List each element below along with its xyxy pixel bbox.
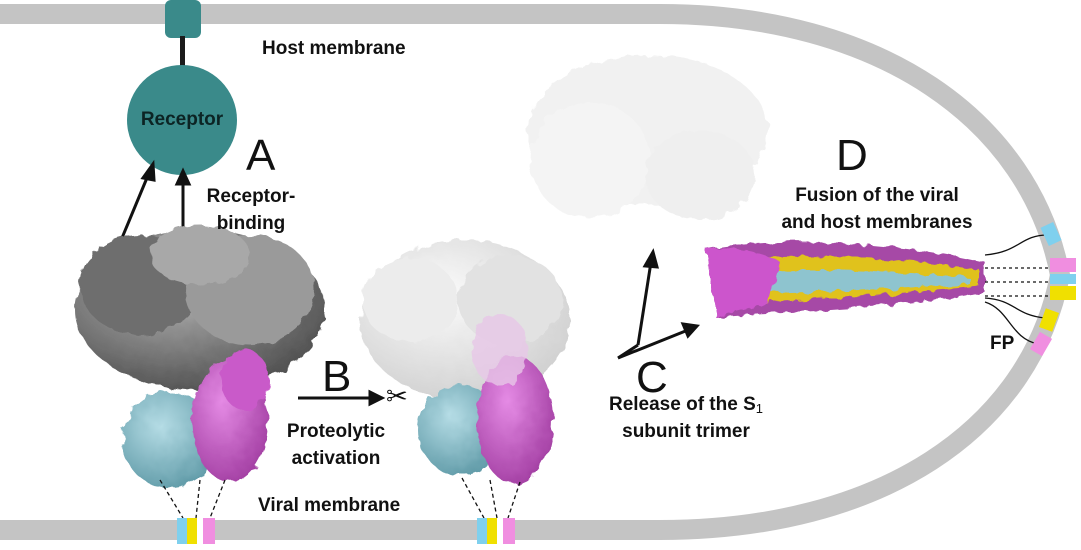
viral-anchor-1 bbox=[177, 518, 215, 544]
arrows-c bbox=[617, 248, 700, 360]
fusion-label-line1: Fusion of the viral bbox=[795, 185, 959, 206]
receptor-anchor bbox=[165, 0, 201, 38]
postfusion-tethers bbox=[984, 234, 1050, 345]
fusion-peptides bbox=[1029, 221, 1076, 357]
spike-cleaved-tether bbox=[461, 477, 521, 519]
fusion-label-line2: and host membranes bbox=[781, 212, 973, 233]
host-membrane-label: Host membrane bbox=[262, 38, 406, 59]
viral-anchor-2 bbox=[477, 518, 515, 544]
receptor-stalk bbox=[180, 36, 185, 78]
viral-membrane-label: Viral membrane bbox=[258, 495, 401, 516]
fp-label: FP bbox=[990, 333, 1015, 354]
receptor-circle bbox=[127, 65, 237, 175]
receptor-label: Receptor bbox=[140, 109, 224, 130]
released-s1-trimer bbox=[528, 55, 768, 220]
receptor-binding-label-line2: binding bbox=[216, 213, 286, 234]
release-label-text: Release of the S bbox=[608, 394, 756, 415]
step-d-label: D bbox=[836, 131, 868, 180]
release-label-line2: subunit trimer bbox=[622, 421, 750, 442]
release-label-line1: Release of the S1 bbox=[586, 393, 786, 420]
proteolytic-label-line2: activation bbox=[291, 448, 381, 469]
receptor-binding-label-line1: Receptor- bbox=[206, 186, 296, 207]
spike-cleaved bbox=[360, 240, 570, 484]
postfusion-hairpin bbox=[706, 242, 985, 318]
release-label-subscript: 1 bbox=[755, 401, 763, 416]
proteolytic-label-line1: Proteolytic bbox=[286, 421, 386, 442]
scissors-icon: ✂ bbox=[386, 381, 408, 411]
step-a-label: A bbox=[246, 131, 276, 180]
arrow-b bbox=[298, 389, 386, 407]
step-c-label: C bbox=[636, 353, 668, 402]
spike-prefusion bbox=[75, 225, 325, 488]
step-b-label: B bbox=[322, 352, 352, 401]
spike-prefusion-tether bbox=[159, 479, 226, 519]
